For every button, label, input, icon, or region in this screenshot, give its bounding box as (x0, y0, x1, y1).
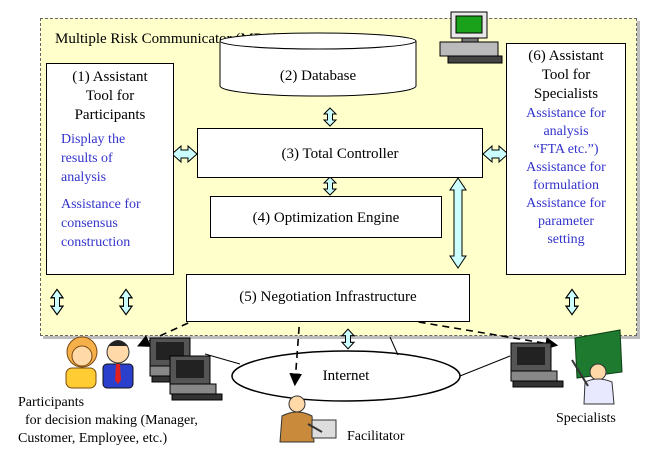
left-tool-item-6: construction (61, 235, 131, 250)
participant-woman-icon (65, 336, 98, 389)
computer-icon (439, 11, 503, 64)
left-tool-item-2: results of (61, 151, 113, 166)
total-controller-box: (3) Total Controller (197, 128, 483, 178)
arrow-controller-negotiation (449, 177, 467, 269)
internet-label: Internet (322, 368, 370, 384)
optimization-engine-box: (4) Optimization Engine (210, 196, 442, 238)
right-tool-item-2: analysis (543, 124, 589, 139)
assistant-tool-specialists: (6) Assistant Tool for Specialists Assis… (506, 43, 626, 275)
arrow-right-bottom (565, 288, 579, 316)
left-tool-title-3: Participants (74, 107, 146, 123)
arrow-left-2 (119, 288, 133, 316)
arrow-negotiation-internet (341, 328, 355, 350)
assistant-tool-participants: (1) Assistant Tool for Participants Disp… (46, 63, 174, 275)
specialist-icon (571, 329, 623, 405)
database-label: (2) Database (279, 68, 357, 84)
right-tool-item-8: setting (547, 232, 585, 247)
pc-icon-right (510, 342, 564, 388)
left-tool-item-5: consensus (61, 216, 118, 231)
optimization-engine-label: (4) Optimization Engine (252, 210, 400, 226)
participants-line-1: Participants (18, 395, 85, 410)
left-tool-item-1: Display the (61, 132, 126, 147)
facilitator-icon (279, 395, 337, 443)
participants-line-3: Customer, Employee, etc.) (18, 431, 168, 446)
negotiation-infrastructure-label: (5) Negotiation Infrastructure (239, 289, 417, 305)
right-tool-item-5: formulation (532, 178, 600, 193)
right-tool-item-3: “FTA etc.”) (533, 142, 599, 157)
negotiation-infrastructure-box: (5) Negotiation Infrastructure (186, 274, 470, 322)
right-tool-item-6: Assistance for (526, 196, 606, 211)
specialists-label: Specialists (556, 411, 616, 426)
left-tool-title-2: Tool for (85, 88, 135, 104)
right-tool-item-7: parameter (538, 214, 594, 229)
right-tool-item-4: Assistance for (526, 160, 606, 175)
arrow-db-controller (323, 107, 337, 127)
participants-label: Participants for decision making (Manage… (18, 394, 258, 448)
right-tool-title-2: Tool for (541, 67, 591, 83)
left-tool-item-3: analysis (61, 170, 107, 185)
arrow-left-controller (171, 144, 198, 164)
arrow-left-1 (50, 288, 64, 316)
total-controller-label: (3) Total Controller (281, 146, 399, 162)
arrow-controller-right (482, 144, 509, 164)
left-tool-item-4: Assistance for (61, 197, 141, 212)
pc-icon-left-2 (169, 355, 223, 401)
right-tool-item-1: Assistance for (526, 106, 606, 121)
right-tool-title-1: (6) Assistant (528, 48, 604, 64)
arrow-controller-optimizer (323, 176, 337, 196)
database-cylinder (219, 32, 417, 97)
left-tool-title-1: (1) Assistant (72, 69, 148, 85)
right-tool-title-3: Specialists (533, 86, 599, 102)
participant-man-icon (102, 340, 134, 389)
facilitator-label: Facilitator (347, 429, 405, 444)
participants-line-2: for decision making (Manager, (25, 413, 198, 428)
